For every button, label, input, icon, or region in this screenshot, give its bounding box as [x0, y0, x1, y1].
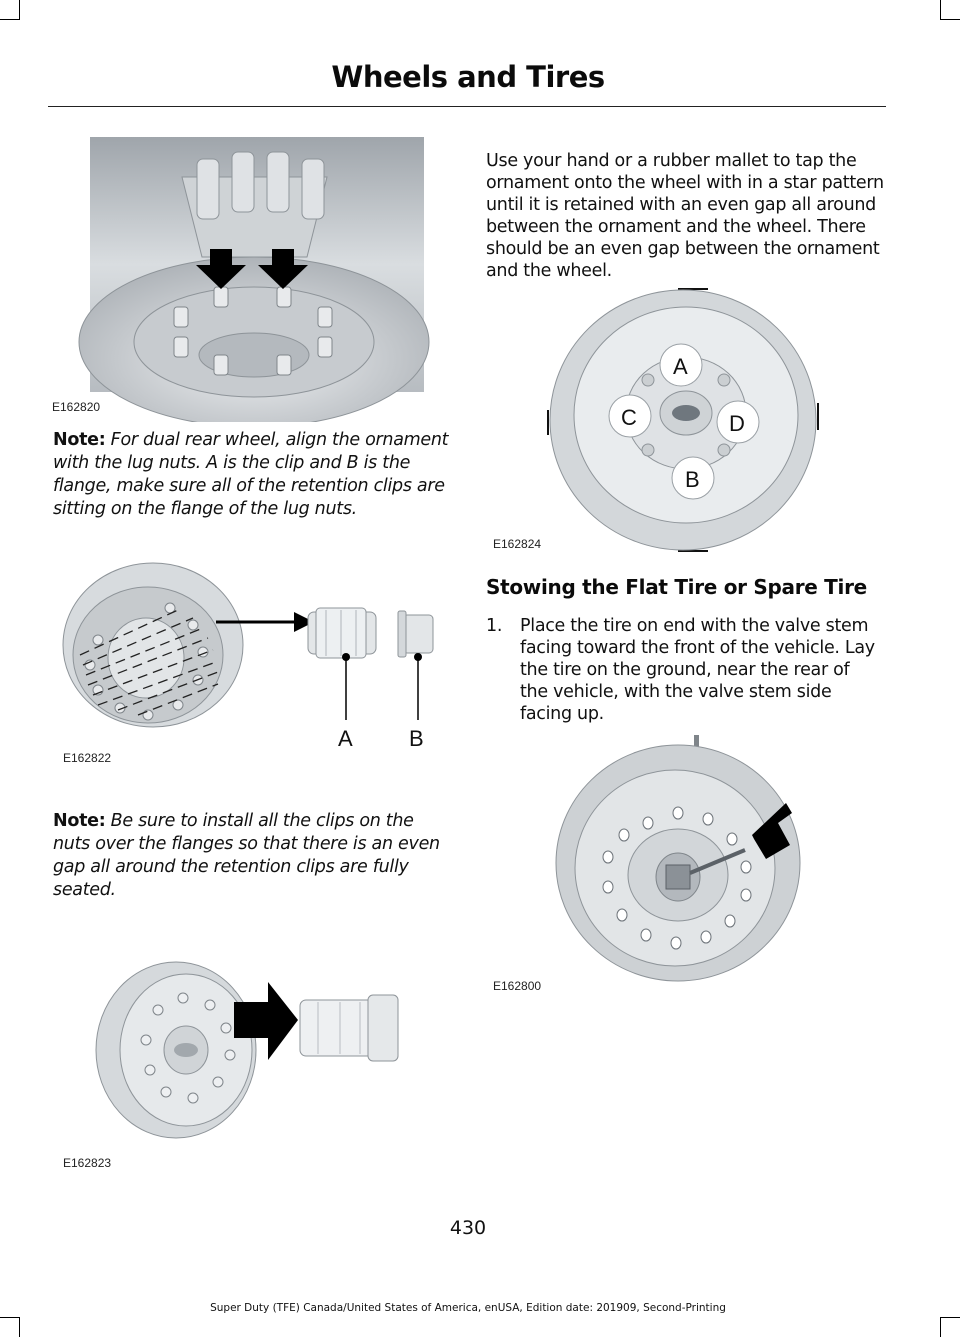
figure-e162800: E162800	[490, 735, 885, 995]
figure-e162822: A B E162822	[58, 560, 453, 765]
callout-a: A	[338, 726, 353, 751]
arrow-down-icon	[196, 249, 308, 289]
callout-c: C	[621, 405, 637, 430]
crop-mark	[940, 1317, 941, 1337]
arrow-right-icon	[294, 612, 314, 632]
step-number: 1.	[486, 616, 503, 636]
crop-mark	[940, 19, 960, 20]
arrow-right-icon	[234, 982, 298, 1060]
arrow-icon	[752, 803, 792, 859]
callout-d: D	[729, 411, 745, 436]
callout-b: B	[409, 726, 424, 751]
ornament-callout-illustration: A C D B	[547, 288, 819, 552]
title-divider	[48, 106, 886, 107]
section-heading: Stowing the Flat Tire or Spare Tire	[486, 575, 867, 599]
step-1: 1. Place the tire on end with the valve …	[486, 615, 886, 725]
callout-b: B	[685, 467, 700, 492]
figure-e162824: A C D B E162824	[488, 285, 883, 555]
note-text: For dual rear wheel, align the ornament …	[53, 430, 449, 519]
page-number: 430	[449, 1217, 487, 1239]
note-1: Note: For dual rear wheel, align the orn…	[53, 429, 453, 521]
figure-code: E162822	[63, 751, 112, 765]
crop-mark	[940, 1317, 960, 1318]
instruction-paragraph: Use your hand or a rubber mallet to tap …	[486, 151, 884, 281]
note-2: Note: Be sure to install all the clips o…	[53, 810, 453, 902]
dual-wheel-illustration	[78, 137, 430, 422]
wheel-clip-illustration	[95, 961, 399, 1139]
crop-mark	[0, 19, 20, 20]
crop-mark	[19, 0, 20, 20]
figure-code: E162800	[493, 979, 542, 993]
note-label: Note:	[53, 811, 106, 831]
crop-mark	[19, 1317, 20, 1337]
figure-code: E162823	[63, 1156, 112, 1170]
step-text: Place the tire on end with the valve ste…	[520, 616, 875, 724]
crop-mark	[940, 0, 941, 20]
note-text: Be sure to install all the clips on the …	[53, 811, 440, 900]
clip-flange-illustration: A B	[62, 562, 434, 751]
figure-code: E162820	[52, 400, 101, 414]
figure-code: E162824	[493, 537, 542, 551]
crop-mark	[0, 1317, 20, 1318]
callout-a: A	[673, 354, 688, 379]
spare-tire-illustration	[555, 735, 801, 982]
page-title: Wheels and Tires	[331, 60, 605, 94]
footer-text: Super Duty (TFE) Canada/United States of…	[210, 1302, 726, 1314]
note-label: Note:	[53, 430, 106, 450]
figure-e162823: E162823	[58, 950, 453, 1172]
figure-e162820: E162820	[52, 137, 442, 422]
